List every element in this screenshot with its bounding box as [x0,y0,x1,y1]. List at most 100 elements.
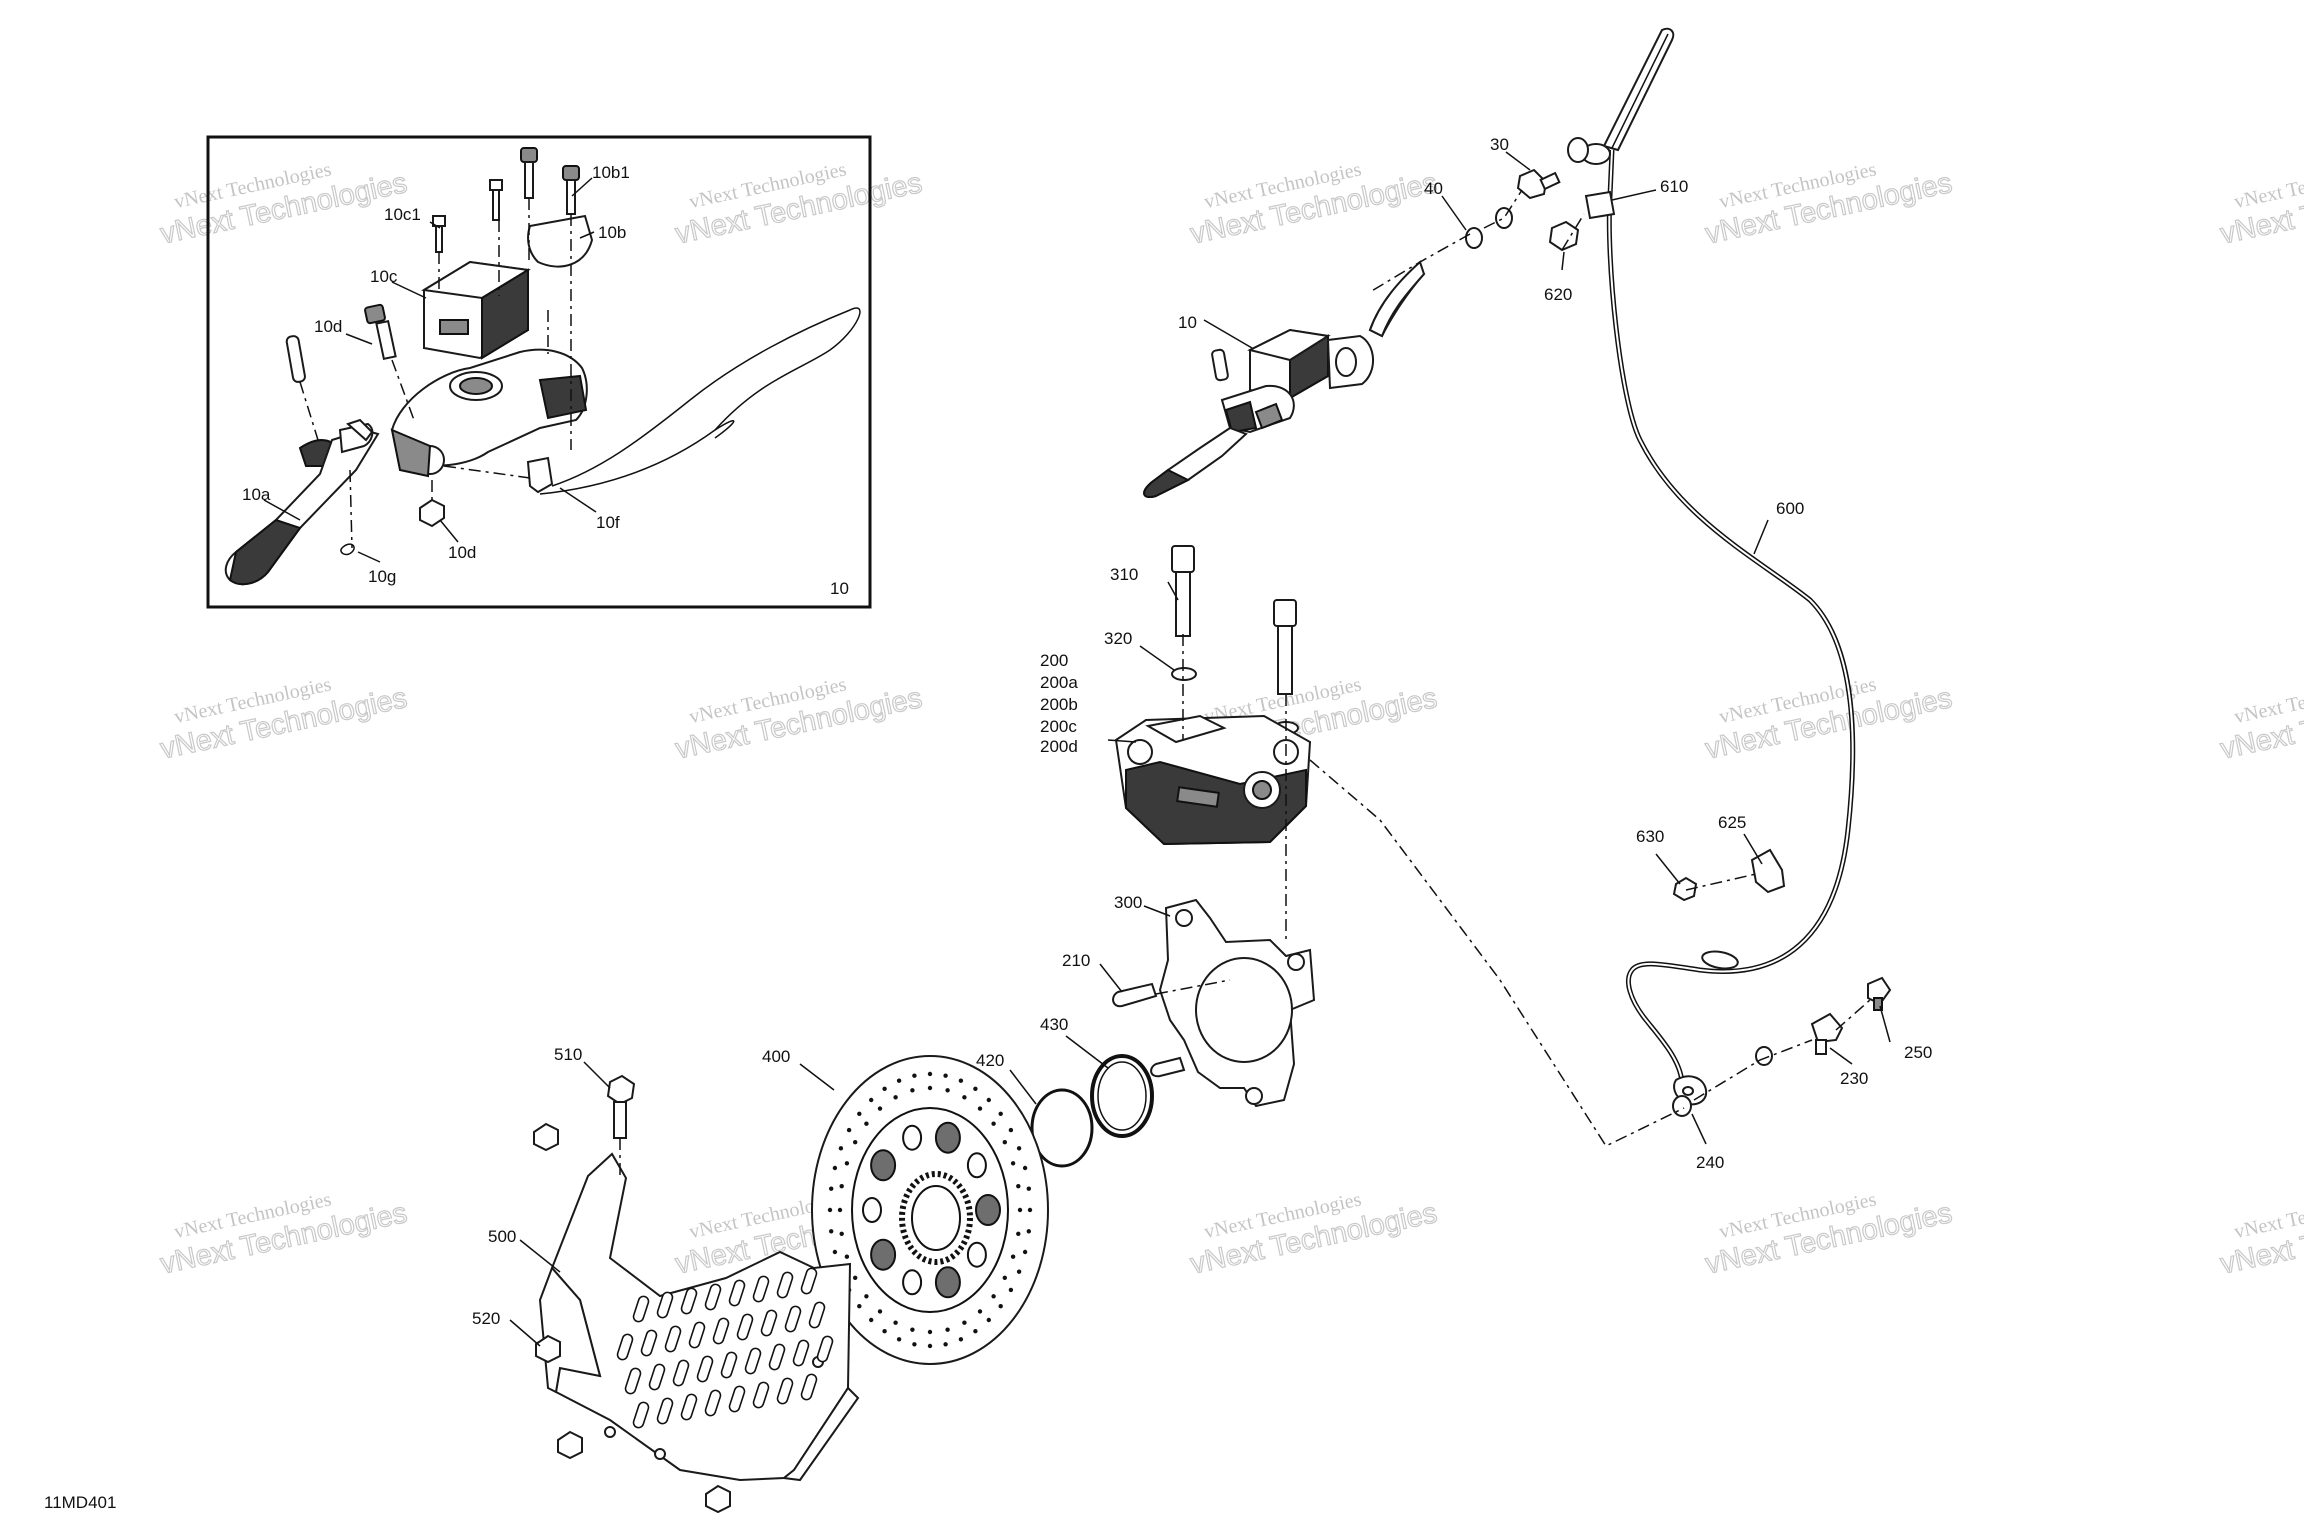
disc-drill-hole [853,1140,858,1145]
disc-drill-hole [864,1294,869,1299]
disc-drill-hole [958,1078,964,1083]
guard-slot [616,1333,634,1361]
disc-drill-hole [857,1304,862,1309]
clip-610-part [1584,190,1616,220]
guard-slot [656,1397,674,1425]
callout-520: 520 [472,1309,500,1328]
guard-slot [696,1355,714,1383]
guard-slot [648,1363,666,1391]
callout-620: 620 [1544,285,1572,304]
callout-625: 625 [1718,813,1746,832]
callout-10d-bottom: 10d [448,543,476,562]
bolt-10b1-part [489,147,580,221]
callout-10d-top: 10d [314,317,342,336]
disc-drill-hole [832,1249,838,1255]
bleeder-250-part [1867,976,1892,1011]
callout-labels: 10b1 10c1 10b 10c 10d 10a 10d 10g 10f 10… [44,135,1932,1512]
guard-slot [744,1347,762,1375]
guard-slot [680,1287,698,1315]
callout-230: 230 [1840,1069,1868,1088]
guard-slot [728,1385,746,1413]
disc-drill-hole [986,1317,991,1323]
callout-200c: 200c [1040,717,1077,736]
callout-500: 500 [488,1227,516,1246]
disc-drill-hole [1017,1207,1023,1213]
disc-drill-hole [962,1095,967,1100]
callout-10: 10 [1178,313,1197,332]
callout-510: 510 [554,1045,582,1064]
callout-10b: 10b [598,223,626,242]
guard-slot [760,1309,778,1337]
callout-210: 210 [1062,951,1090,970]
callout-10b1: 10b1 [592,163,630,182]
guard-slot [800,1373,818,1401]
disc-drill-hole [1016,1231,1021,1237]
disc-drill-hole [1010,1161,1016,1166]
guard-slot [664,1325,682,1353]
inset-leader-lines [263,177,597,563]
disc-hub-hole [934,1266,961,1299]
disc-drill-hole [893,1320,898,1325]
callout-310: 310 [1110,565,1138,584]
figure-code: 11MD401 [44,1493,116,1512]
disc-drill-hole [1002,1140,1007,1145]
guard-slot [728,1279,746,1307]
master-cylinder-assembly-10-part [1143,260,1426,498]
guard-slot [768,1343,786,1371]
guard-slot [752,1275,770,1303]
lever-10a-part [224,335,380,586]
disc-drill-hole [829,1186,834,1191]
disc-drill-hole [945,1088,950,1093]
assembly-lines [619,189,1871,1180]
disc-drill-hole [977,1309,983,1314]
guard-slot [720,1351,738,1379]
disc-drill-hole [977,1106,983,1111]
caliper-bracket-300-part [1158,898,1316,1108]
clamp-10b-part [527,214,594,268]
clip-10g-part [340,543,355,556]
disc-drill-hole [910,1327,915,1332]
disc-drill-hole [853,1275,858,1281]
disc-drill-hole [877,1106,883,1111]
oring-420-part [1030,1088,1094,1168]
inset-number-label: 10 [830,579,849,598]
guard-slot [656,1291,674,1319]
disc-drill-hole [1016,1184,1021,1189]
disc-drill-hole [1022,1249,1028,1255]
guard-slot [640,1329,658,1357]
disc-drill-hole [1016,1269,1022,1274]
disc-hub-hole [902,1269,923,1296]
disc-drill-hole [844,1161,850,1166]
disc-drill-hole [958,1337,964,1342]
nut-620-part [1548,220,1580,252]
callout-10a: 10a [242,485,271,504]
disc-drill-hole [912,1073,917,1078]
inset-master-cylinder-exploded [206,135,872,609]
bolt-210-second-part [1150,1056,1186,1078]
callout-200b: 200b [1040,695,1078,714]
disc-drill-hole [1027,1207,1033,1213]
screw-10c1-part [432,215,446,253]
guard-slot [704,1283,722,1311]
guard-slot [632,1295,650,1323]
callout-10f: 10f [596,513,620,532]
disc-hub-hole [902,1124,923,1151]
disc-drill-hole [943,1342,948,1347]
disc-drill-hole [945,1327,950,1332]
brake-line-600-part [1567,27,1856,1106]
disc-drill-hole [998,1304,1003,1309]
disc-drill-hole [896,1337,902,1342]
disc-drill-hole [1022,1165,1028,1171]
disc-drill-hole [869,1097,874,1103]
inset-frame [206,135,872,609]
callout-200d: 200d [1040,737,1078,756]
callout-610: 610 [1660,177,1688,196]
callout-200a: 200a [1040,673,1078,692]
disc-drill-hole [1016,1146,1022,1151]
disc-hub-hole [862,1197,882,1223]
